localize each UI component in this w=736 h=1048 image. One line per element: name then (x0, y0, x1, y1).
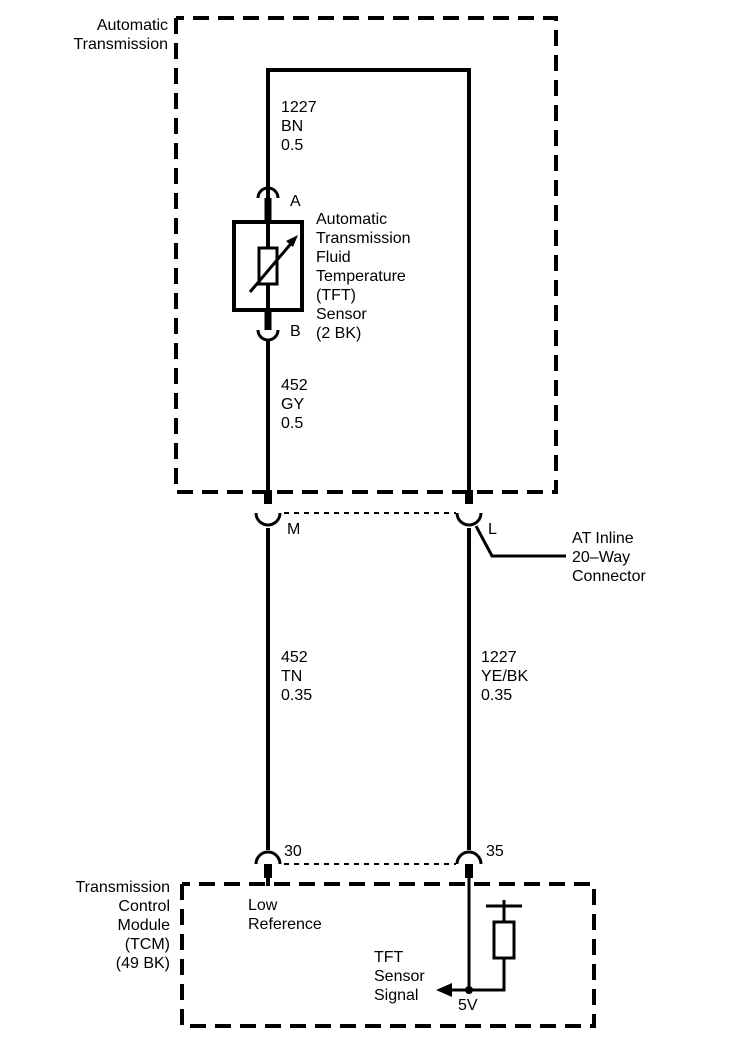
pin-30-terminal (254, 850, 282, 878)
tft-sensor-name: Automatic Transmission Fluid Temperature… (316, 211, 411, 342)
wire-1227-bn (266, 68, 471, 498)
wire-top-gauge: 0.5 (281, 137, 304, 154)
tcm-boundary (180, 882, 596, 1028)
pin-b-label: B (290, 323, 301, 340)
voltage-label: 5V (458, 997, 478, 1014)
pin-m-terminal (254, 490, 282, 527)
pin-l-terminal (455, 490, 483, 527)
inline-connector-name: AT Inline 20–Way Connector (572, 530, 646, 585)
inline-connector-leader (474, 525, 566, 558)
wire-low-ref-circuit: 452 (281, 649, 308, 666)
tft-sensor-symbol (232, 200, 304, 330)
pin-l-label: L (488, 521, 497, 538)
wire-low-ref-gauge: 0.35 (281, 687, 313, 704)
tcm-name: Transmission Control Module (TCM) (49 BK… (75, 879, 170, 972)
wire-top-circuit: 1227 (281, 99, 317, 116)
pin-35-label: 35 (486, 843, 504, 860)
pull-up-resistor-circuit (436, 900, 522, 997)
transmission-boundary (174, 16, 558, 494)
wire-signal-circuit: 1227 (481, 649, 517, 666)
wire-inner-low-circuit: 452 (281, 377, 308, 394)
wire-signal-color: YE/BK (481, 668, 529, 685)
pin-30-label: 30 (284, 843, 302, 860)
wire-signal-gauge: 0.35 (481, 687, 513, 704)
transmission-label: Automatic Transmission (73, 17, 168, 53)
pin-a-label: A (290, 193, 301, 210)
tft-signal-label: TFT Sensor Signal (374, 949, 425, 1004)
pin-35-terminal (455, 850, 483, 878)
pin-b-terminal (256, 329, 280, 342)
low-reference-label: Low Reference (248, 897, 322, 933)
pin-a-terminal (256, 185, 280, 199)
wire-inner-low-gauge: 0.5 (281, 415, 304, 432)
wire-inner-low-color: GY (281, 396, 305, 413)
wire-top-color: BN (281, 118, 304, 135)
pin-m-label: M (287, 521, 301, 538)
wire-low-ref-color: TN (281, 668, 303, 685)
